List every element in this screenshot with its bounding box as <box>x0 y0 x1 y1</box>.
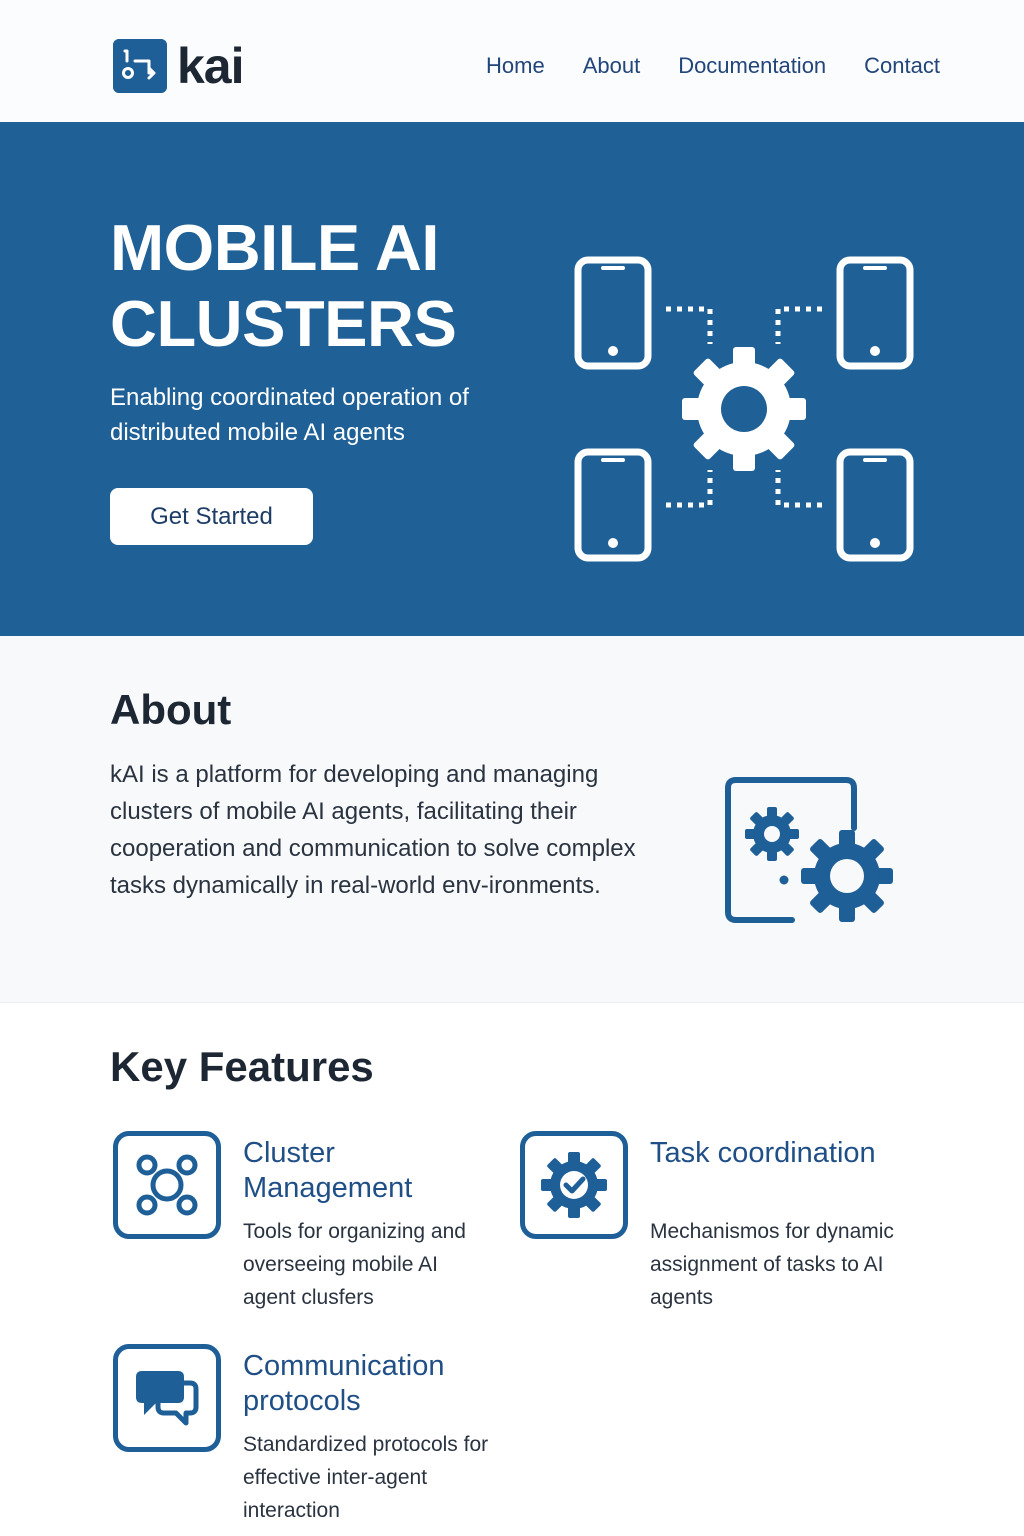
chat-bubbles-icon <box>136 1371 199 1426</box>
cluster-nodes-icon <box>136 1154 198 1216</box>
feature-icon-container <box>113 1131 221 1239</box>
logo-text: kai <box>177 38 245 94</box>
feature-task-coordination: Task coordination Mechanismos for dynami… <box>520 1131 920 1321</box>
kai-logo-icon <box>113 39 167 93</box>
mobile-cluster-illustration <box>574 256 914 562</box>
about-title: About <box>110 686 232 733</box>
about-section: About kAI is a platform for developing a… <box>0 636 1024 1003</box>
gears-panel-icon <box>725 777 893 923</box>
nav-about-link[interactable]: About <box>582 53 641 78</box>
get-started-button[interactable]: Get Started <box>110 488 313 545</box>
features-title: Key Features <box>110 1043 374 1090</box>
feature-icon-container <box>113 1344 221 1452</box>
logo[interactable]: kai <box>113 38 245 94</box>
feature-description: Standardized protocols for effective int… <box>243 1433 489 1522</box>
feature-cluster-management: Cluster Management Tools for organizing … <box>113 1131 513 1321</box>
hero-subtitle: Enabling coordinated operation of distri… <box>110 384 469 446</box>
nav-contact-link[interactable]: Contact <box>864 53 940 78</box>
gear-check-icon <box>541 1152 607 1218</box>
about-text: kAI is a platform for developing and man… <box>110 761 636 899</box>
main-nav: Home About Documentation Contact <box>486 52 940 80</box>
hero-section: MOBILE AI CLUSTERS Enabling coordinated … <box>0 122 1024 636</box>
feature-title: Communication protocols <box>243 1350 445 1417</box>
feature-title: Cluster Management <box>243 1137 413 1204</box>
nav-home-link[interactable]: Home <box>486 53 545 78</box>
gear-icon <box>682 347 806 471</box>
phone-icon <box>574 256 652 370</box>
feature-title: Task coordination <box>650 1137 876 1169</box>
feature-description: Mechanismos for dynamic assignment of ta… <box>650 1220 894 1309</box>
feature-icon-container <box>520 1131 628 1239</box>
feature-communication-protocols: Communication protocols Standardized pro… <box>113 1344 513 1536</box>
nav-documentation-link[interactable]: Documentation <box>678 53 827 78</box>
hero-title: MOBILE AI CLUSTERS <box>110 211 457 360</box>
feature-description: Tools for organizing and overseeing mobi… <box>243 1220 466 1309</box>
site-header: kai Home About Documentation Contact <box>0 0 1024 122</box>
